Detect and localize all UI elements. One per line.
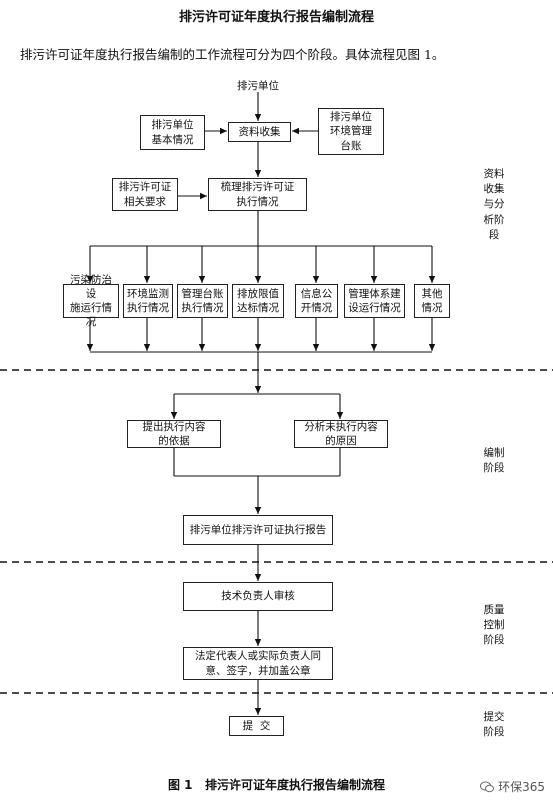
node-technical-review: 技术负责人审核 — [183, 582, 333, 611]
stage-label-compilation: 编制 阶段 — [483, 447, 505, 475]
node-branch-other: 其他情况 — [414, 284, 450, 318]
stage-label-submission: 提交 阶段 — [483, 711, 505, 739]
watermark-text: 环保365 — [498, 780, 545, 794]
figure-caption: 图 1 排污许可证年度执行报告编制流程 — [167, 778, 386, 792]
node-branch-ledger: 管理台账执行情况 — [177, 284, 228, 318]
node-submit: 提 交 — [229, 716, 284, 736]
node-branch-emission-limits: 排放限值达标情况 — [232, 284, 284, 318]
top-label-polluter: 排污单位 — [237, 80, 279, 92]
chat-bubble-icon — [480, 781, 495, 792]
document-title: 排污许可证年度执行报告编制流程 — [178, 10, 374, 25]
node-env-ledger: 排污单位环境管理台账 — [318, 108, 384, 155]
node-branch-env-monitoring: 环境监测执行情况 — [123, 284, 173, 318]
stage-label-quality: 质量 控制 阶段 — [483, 604, 505, 647]
node-executed-basis: 提出执行内容的依据 — [127, 420, 221, 448]
intro-paragraph: 排污许可证年度执行报告编制的工作流程可分为四个阶段。具体流程见图 1。 — [20, 47, 445, 62]
node-basic-info: 排污单位基本情况 — [140, 115, 205, 150]
stage-label-collection: 资料 收集 与分 析阶 段 — [483, 168, 505, 241]
node-execution-report: 排污单位排污许可证执行报告 — [183, 515, 333, 545]
node-branch-disclosure: 信息公开情况 — [295, 284, 338, 318]
node-unexecuted-reasons: 分析未执行内容的原因 — [294, 420, 388, 448]
node-branch-management-system: 管理体系建设运行情况 — [344, 284, 405, 318]
node-data-collection: 资料收集 — [228, 122, 291, 142]
node-branch-pollution-control: 污染防治设施运行情况 — [63, 274, 119, 328]
node-permit-requirements: 排污许可证相关要求 — [112, 178, 178, 211]
node-review-permit: 梳理排污许可证执行情况 — [208, 178, 307, 211]
watermark: 环保365 — [480, 778, 545, 795]
node-legal-signature: 法定代表人或实际负责人同意、签字，并加盖公章 — [183, 647, 333, 680]
